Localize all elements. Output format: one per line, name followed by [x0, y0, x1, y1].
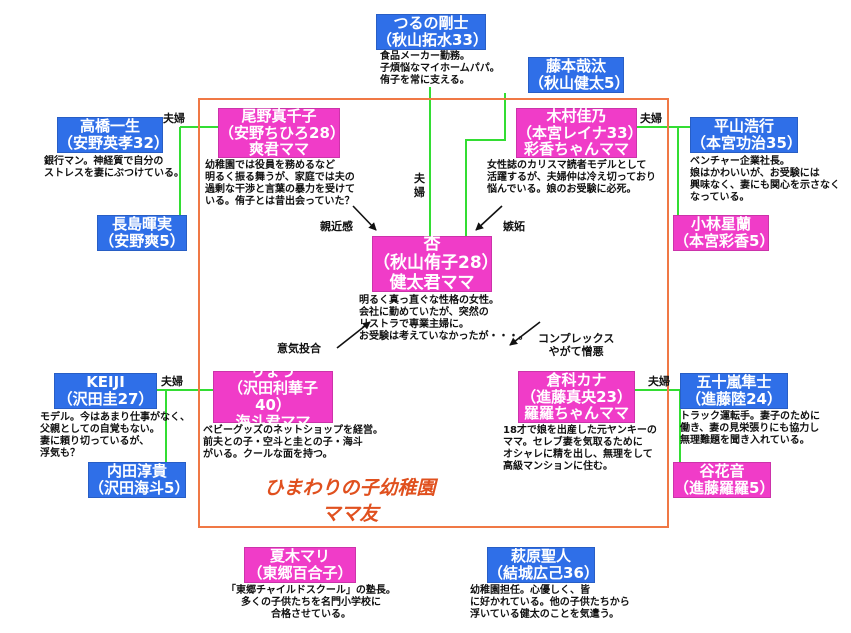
- node-kobayashi-role: （本宮彩香5）: [674, 232, 775, 250]
- label-couple-keiji: 夫婦: [161, 375, 183, 388]
- label-couple-hirayama: 夫婦: [640, 112, 662, 125]
- node-kimura: 木村佳乃 （本宮レイナ33） 彩香ちゃんママ: [516, 106, 643, 159]
- node-tsuruno-name: つるの剛士: [393, 14, 469, 33]
- node-kurashina-name: 倉科カナ: [546, 370, 607, 389]
- kindergarten-frame: [198, 98, 669, 528]
- node-ryo-mama: 海斗君ママ: [235, 412, 311, 431]
- node-ikarashi: 五十嵐隼士 （進藤陸24）: [680, 373, 788, 409]
- node-natsuki-desc: 「東郷チャイルドスクール」の塾長。 多くの子供たちを名門小学校に 合格させている…: [226, 585, 396, 620]
- node-fujimoto-name: 藤本哉汰: [545, 57, 606, 76]
- node-anne-mama: 健太君ママ: [389, 272, 475, 293]
- node-tanihana-role: （進藤羅羅5）: [674, 479, 775, 497]
- node-ryo-role: （沢田利華子40）: [227, 379, 318, 414]
- node-keiji-name: KEIJI: [86, 373, 125, 392]
- node-uchida-role: （沢田海斗5）: [89, 479, 190, 497]
- node-tanihana: 谷花音 （進藤羅羅5）: [673, 462, 775, 498]
- node-takahashi-role: （安野英孝32）: [58, 134, 169, 152]
- node-tanihana-name: 谷花音: [699, 462, 745, 481]
- node-keiji: KEIJI （沢田圭27）: [54, 373, 157, 409]
- node-natsuki-name: 夏木マリ: [269, 547, 330, 566]
- node-fujimoto: 藤本哉汰 （秋山健太5）: [528, 57, 630, 93]
- node-anne-role: （秋山侑子28）: [373, 253, 499, 274]
- node-ikarashi-name: 五十嵐隼士: [696, 373, 772, 392]
- node-ikarashi-desc: トラック運転手。妻子のために 働き、妻の見栄張りにも協力し 無理難題を聞き入れて…: [680, 411, 820, 446]
- label-shinkinkan: 親近感: [320, 220, 353, 233]
- label-complex: コンプレックス やがて憎悪: [538, 332, 615, 358]
- node-fujimoto-role: （秋山健太5）: [529, 74, 630, 92]
- node-ryo-name: りょう: [250, 362, 296, 381]
- node-kimura-role: （本宮レイナ33）: [517, 123, 643, 142]
- node-kurashina-desc: 18才で娘を出産した元ヤンキーの ママ。セレブ妻を気取るために オシャレに精を出…: [503, 425, 657, 472]
- node-kurashina-mama: 羅羅ちゃんママ: [523, 404, 629, 423]
- node-anne-desc: 明るく真っ直ぐな性格の女性。 会社に勤めていたが、突然の リストラで専業主婦に。…: [359, 295, 529, 342]
- node-natsuki: 夏木マリ （東郷百合子）: [244, 547, 356, 583]
- node-tsuruno-role: （秋山拓水33）: [377, 31, 488, 49]
- node-ono: 尾野真千子 （安野ちひろ28） 爽君ママ: [218, 106, 345, 159]
- node-keiji-role: （沢田圭27）: [57, 390, 154, 408]
- node-anne: 杏 （秋山侑子28） 健太君ママ: [372, 234, 499, 293]
- node-ikarashi-role: （進藤陸24）: [686, 390, 782, 408]
- node-takahashi-name: 高橋一生: [79, 117, 140, 136]
- node-ryo: りょう （沢田利華子40） 海斗君ママ: [213, 363, 333, 430]
- node-keiji-desc: モデル。今はあまり仕事がなく、 父親としての自覚もない。 妻に頼り切っているが、…: [40, 412, 190, 459]
- node-ono-role: （安野ちひろ28）: [219, 123, 345, 142]
- node-kimura-desc: 女性誌のカリスマ読者モデルとして 活躍するが、夫婦仲は冷え切っており 悩んでいる…: [487, 160, 656, 195]
- node-uchida-name: 内田淳貴: [106, 462, 167, 481]
- node-nagashima: 長島暉実 （安野爽5）: [97, 215, 187, 251]
- node-hirayama-name: 平山浩行: [713, 117, 774, 136]
- node-hirayama-role: （本宮功治35）: [691, 134, 802, 152]
- node-ryo-desc: ベビーグッズのネットショップを経営。 前夫との子・空斗と圭との子・海斗 がいる。…: [203, 425, 383, 460]
- node-ono-name: 尾野真千子: [241, 106, 317, 125]
- label-shitto: 嫉妬: [503, 220, 525, 233]
- diagram-title: ひまわりの子幼稚園 ママ友: [264, 477, 436, 525]
- node-hagiwara-desc: 幼稚園担任。心優しく、皆 に好かれている。他の子供たちから 浮いている健太のこと…: [470, 585, 630, 620]
- node-hagiwara: 萩原聖人 （結城広己36）: [487, 547, 599, 583]
- node-hagiwara-role: （結城広己36）: [488, 564, 599, 582]
- node-kurashina-role: （進藤真央23）: [521, 387, 632, 406]
- label-couple-center: 夫 婦: [414, 172, 425, 199]
- node-hagiwara-name: 萩原聖人: [510, 547, 571, 566]
- node-kobayashi: 小林星蘭 （本宮彩香5）: [673, 215, 775, 251]
- label-couple-takahashi: 夫婦: [163, 112, 185, 125]
- node-takahashi-desc: 銀行マン。神経質で自分の ストレスを妻にぶつけている。: [44, 156, 184, 179]
- node-tsuruno: つるの剛士 （秋山拓水33）: [376, 14, 488, 50]
- label-couple-ikarashi: 夫婦: [648, 375, 670, 388]
- node-hirayama-desc: ベンチャー企業社長。 娘はかわいいが、お受験には 興味なく、妻にも関心を示さなく…: [690, 156, 840, 203]
- node-hirayama: 平山浩行 （本宮功治35）: [690, 117, 802, 153]
- node-tsuruno-desc: 食品メーカー勤務。 子煩悩なマイホームパパ。 侑子を常に支える。: [380, 51, 500, 86]
- node-anne-name: 杏: [423, 234, 441, 255]
- node-nagashima-name: 長島暉実: [111, 215, 172, 234]
- node-takahashi: 高橋一生 （安野英孝32）: [57, 117, 169, 153]
- node-ono-mama: 爽君ママ: [248, 140, 309, 159]
- node-uchida: 内田淳貴 （沢田海斗5）: [88, 462, 190, 498]
- node-kurashina: 倉科カナ （進藤真央23） 羅羅ちゃんママ: [518, 371, 635, 423]
- node-ono-desc: 幼稚園では役員を務めるなど 明るく振る舞うが、家庭では夫の 過剰な干渉と言葉の暴…: [205, 160, 355, 207]
- node-natsuki-role: （東郷百合子）: [247, 564, 353, 582]
- node-kimura-name: 木村佳乃: [546, 106, 607, 125]
- label-ikitougou: 意気投合: [277, 342, 321, 355]
- node-nagashima-role: （安野爽5）: [99, 232, 185, 250]
- node-kimura-mama: 彩香ちゃんママ: [523, 140, 629, 159]
- node-kobayashi-name: 小林星蘭: [690, 215, 751, 234]
